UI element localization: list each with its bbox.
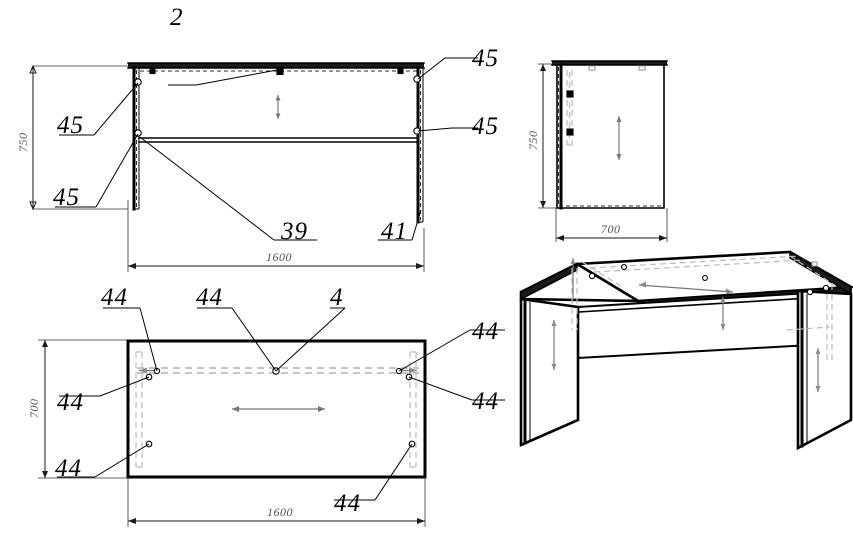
side-height-dimension-label: 750	[526, 131, 540, 151]
iso-arrow-top-left	[570, 258, 576, 300]
front-cam-left-top	[134, 78, 142, 86]
side-view: 750 700	[526, 60, 668, 242]
iso-fixing-4	[806, 288, 814, 296]
front-callout-2: 2	[170, 4, 184, 31]
iso-fixing-1	[588, 272, 596, 280]
front-height-dimension	[29, 64, 128, 211]
iso-arrow-left-leg	[551, 320, 557, 370]
front-fixing-top-2	[276, 67, 284, 76]
front-tabletop	[128, 63, 424, 68]
side-direction-arrow	[616, 116, 622, 160]
front-width-dimension-label: 1600	[266, 250, 292, 264]
iso-arrow-right-leg	[815, 348, 821, 392]
side-depth-dimension	[555, 208, 668, 242]
front-callout-45-bl: 45	[53, 184, 80, 211]
front-leaders	[55, 57, 478, 241]
iso-right-leg	[796, 289, 853, 451]
front-fixing-top-3	[397, 67, 404, 75]
front-callout-45-mr: 45	[472, 113, 499, 140]
isometric-view	[519, 250, 853, 451]
top-view: 700 1600 44 44 4 44 44 44 44 44	[27, 284, 505, 527]
side-leg-panel	[556, 64, 665, 209]
top-callout-44-bl: 44	[55, 455, 82, 482]
top-width-dimension-label: 1600	[267, 505, 293, 519]
top-leaders	[57, 307, 505, 501]
top-width-dimension	[127, 477, 426, 527]
front-callout-45-tl: 45	[57, 112, 84, 139]
top-callout-44-bc: 44	[334, 490, 361, 517]
top-direction-arrow	[232, 406, 325, 412]
side-fixing-2	[566, 128, 574, 136]
iso-fixing-6	[811, 261, 818, 267]
front-width-dimension	[127, 200, 425, 272]
front-view: 750 1600 45 45 2 45 45 39 41	[16, 4, 499, 272]
iso-fixing-3	[702, 275, 708, 281]
top-depth-dimension	[38, 339, 128, 479]
side-height-dimension	[538, 63, 560, 209]
side-fixing-4	[638, 65, 646, 71]
front-height-dimension-label: 750	[16, 133, 30, 153]
top-callout-44-t1: 44	[101, 284, 128, 311]
top-callout-44-t2: 44	[196, 284, 223, 311]
iso-fixing-5	[822, 284, 830, 292]
top-callout-44-mr: 44	[472, 388, 499, 415]
top-depth-dimension-label: 700	[27, 399, 41, 419]
side-depth-dimension-label: 700	[601, 222, 621, 236]
side-fixing-1	[566, 90, 574, 98]
iso-left-leg	[519, 297, 580, 447]
front-callout-41: 41	[381, 218, 408, 245]
front-callout-39: 39	[280, 218, 308, 245]
front-direction-arrow	[275, 95, 281, 119]
top-callout-44-ml: 44	[57, 389, 84, 416]
top-callout-44-tr: 44	[472, 318, 499, 345]
front-fixing-top-1	[149, 67, 156, 75]
side-tabletop	[552, 61, 667, 65]
front-cam-left-mid	[134, 129, 142, 137]
top-callout-4: 4	[330, 284, 344, 311]
top-modesty-hidden	[137, 367, 419, 374]
iso-arrow-centre	[720, 297, 726, 330]
iso-fixing-2	[621, 264, 627, 270]
front-cam-right-top	[413, 75, 421, 83]
front-callout-45-tr: 45	[472, 45, 499, 72]
iso-modesty-panel	[577, 291, 811, 360]
iso-arrow-top	[638, 281, 734, 295]
side-fixing-3	[588, 65, 596, 71]
